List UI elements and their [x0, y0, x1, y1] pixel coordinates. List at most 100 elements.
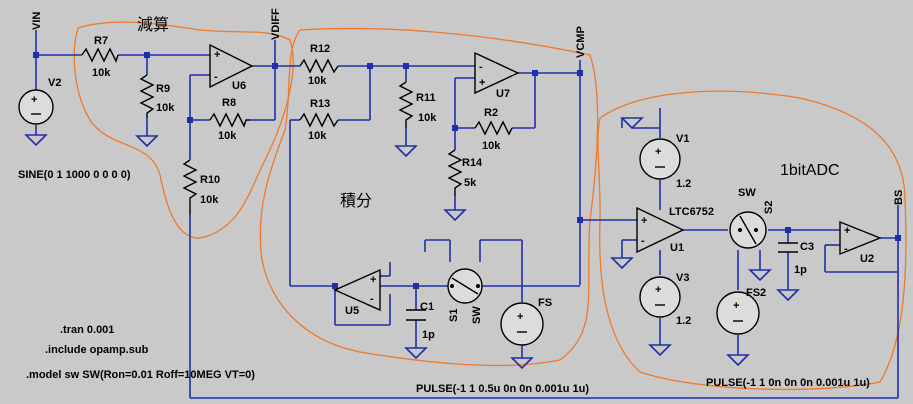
label-r12-name: R12 [310, 43, 330, 55]
component-labels: R7 10k R9 10k R8 10k R10 10k V2 SINE(0 1… [18, 35, 874, 395]
grounds [24, 117, 800, 370]
opamp-u2 [839, 220, 882, 256]
junctions [33, 52, 901, 289]
source-fs: + [500, 302, 544, 346]
svg-text:+: + [655, 146, 661, 158]
pin-mark: + [214, 49, 220, 61]
adc-group-outline [597, 90, 907, 391]
label-v3-value: 1.2 [676, 315, 691, 327]
label-s1-name: S1 [448, 309, 460, 322]
resistor-r8 [209, 112, 250, 128]
label-r7-value: 10k [92, 67, 111, 79]
label-u5: U5 [345, 305, 359, 317]
label-r14-value: 5k [464, 177, 477, 189]
pin-marks: + - - + + - + - + - [214, 49, 850, 305]
switch-s1 [447, 268, 483, 304]
label-r11-value: 10k [418, 112, 437, 124]
label-v2-name: V2 [48, 77, 61, 89]
net-label-vdiff: VDIFF [270, 8, 282, 40]
label-u1-model: LTC6752 [669, 206, 714, 218]
source-fs2: + [716, 291, 760, 335]
resistor-r14 [447, 149, 463, 196]
resistors [81, 47, 513, 215]
label-r2-value: 10k [482, 140, 501, 152]
label-fs-name: FS [538, 297, 552, 309]
label-v2-value: SINE(0 1 1000 0 0 0 0) [18, 169, 131, 181]
label-r12-value: 10k [308, 75, 327, 87]
label-r2-name: R2 [484, 107, 498, 119]
label-fs2-value: PULSE(-1 1 0n 0n 0n 0.001u 1u) [706, 377, 870, 389]
label-fs-value: PULSE(-1 1 0.5u 0n 0n 0.001u 1u) [416, 383, 589, 395]
capacitors [406, 242, 798, 321]
svg-text:+: + [733, 300, 739, 312]
label-u2: U2 [860, 253, 874, 265]
label-fs2-name: FS2 [746, 287, 766, 299]
label-v1-name: V1 [676, 133, 689, 145]
pin-mark: + [479, 77, 485, 89]
net-labels: VIN VDIFF VCMP BS [31, 8, 905, 205]
label-r11-name: R11 [416, 92, 436, 104]
label-c3-value: 1p [794, 264, 807, 276]
label-c1-value: 1p [422, 329, 435, 341]
svg-text:+: + [517, 311, 523, 323]
svg-text:+: + [31, 94, 37, 106]
label-u7: U7 [496, 88, 510, 100]
switch-s2 [729, 211, 767, 249]
pin-mark: - [844, 243, 848, 255]
pin-mark: - [214, 71, 218, 83]
label-r7-name: R7 [94, 35, 108, 47]
directive-tran: .tran 0.001 [60, 324, 114, 336]
directive-model: .model sw SW(Ron=0.01 Roff=10MEG VT=0) [26, 369, 255, 381]
resistor-r12 [299, 58, 339, 74]
label-r8-value: 10k [218, 130, 237, 142]
label-s2-model: SW [738, 187, 756, 199]
resistor-r9 [139, 74, 155, 118]
group-label-integrate: 積分 [340, 192, 372, 210]
opamp-u5 [333, 268, 381, 312]
source-v2: + [18, 89, 54, 125]
pin-mark: - [370, 293, 374, 305]
label-r9-name: R9 [156, 83, 170, 95]
label-r14-name: R14 [462, 157, 483, 169]
resistor-r13 [299, 112, 339, 128]
label-s2-name: S2 [763, 201, 775, 214]
resistor-r11 [398, 81, 414, 128]
label-s1-model: SW [471, 306, 483, 324]
resistor-r2 [474, 120, 513, 136]
sources: + + + + + [18, 89, 760, 346]
label-u1-name: U1 [670, 242, 684, 254]
label-r13-name: R13 [310, 98, 330, 110]
opamp-u7 [474, 51, 520, 95]
label-r13-value: 10k [308, 130, 327, 142]
directive-include: .include opamp.sub [45, 344, 149, 356]
label-c3-name: C3 [800, 241, 814, 253]
amplifiers [209, 43, 882, 312]
label-r9-value: 10k [156, 102, 175, 114]
comparator-u1 [636, 206, 685, 254]
group-label-adc: 1bitADC [780, 162, 840, 179]
label-v3-name: V3 [676, 272, 689, 284]
subtract-group-outline [73, 21, 294, 239]
opamp-u6 [209, 43, 254, 89]
integrate-group-outline [259, 27, 599, 367]
source-v1: + [639, 138, 681, 180]
label-r8-name: R8 [222, 97, 236, 109]
label-r10-name: R10 [200, 174, 220, 186]
net-label-vin: VIN [31, 12, 43, 30]
pin-mark: - [641, 235, 645, 247]
pin-mark: + [370, 274, 376, 286]
capacitor-c3 [778, 242, 798, 253]
wires [35, 30, 899, 399]
source-v3: + [639, 276, 681, 318]
net-label-vcmp: VCMP [575, 26, 587, 58]
label-c1-name: C1 [420, 301, 434, 313]
label-v1-value: 1.2 [676, 178, 691, 190]
label-u6: U6 [232, 80, 246, 92]
pin-mark: - [479, 61, 483, 73]
spice-directives: .tran 0.001 .include opamp.sub .model sw… [26, 324, 255, 381]
pin-mark: + [641, 215, 647, 227]
svg-text:+: + [655, 284, 661, 296]
resistor-r7 [81, 47, 119, 63]
label-r10-value: 10k [200, 194, 219, 206]
